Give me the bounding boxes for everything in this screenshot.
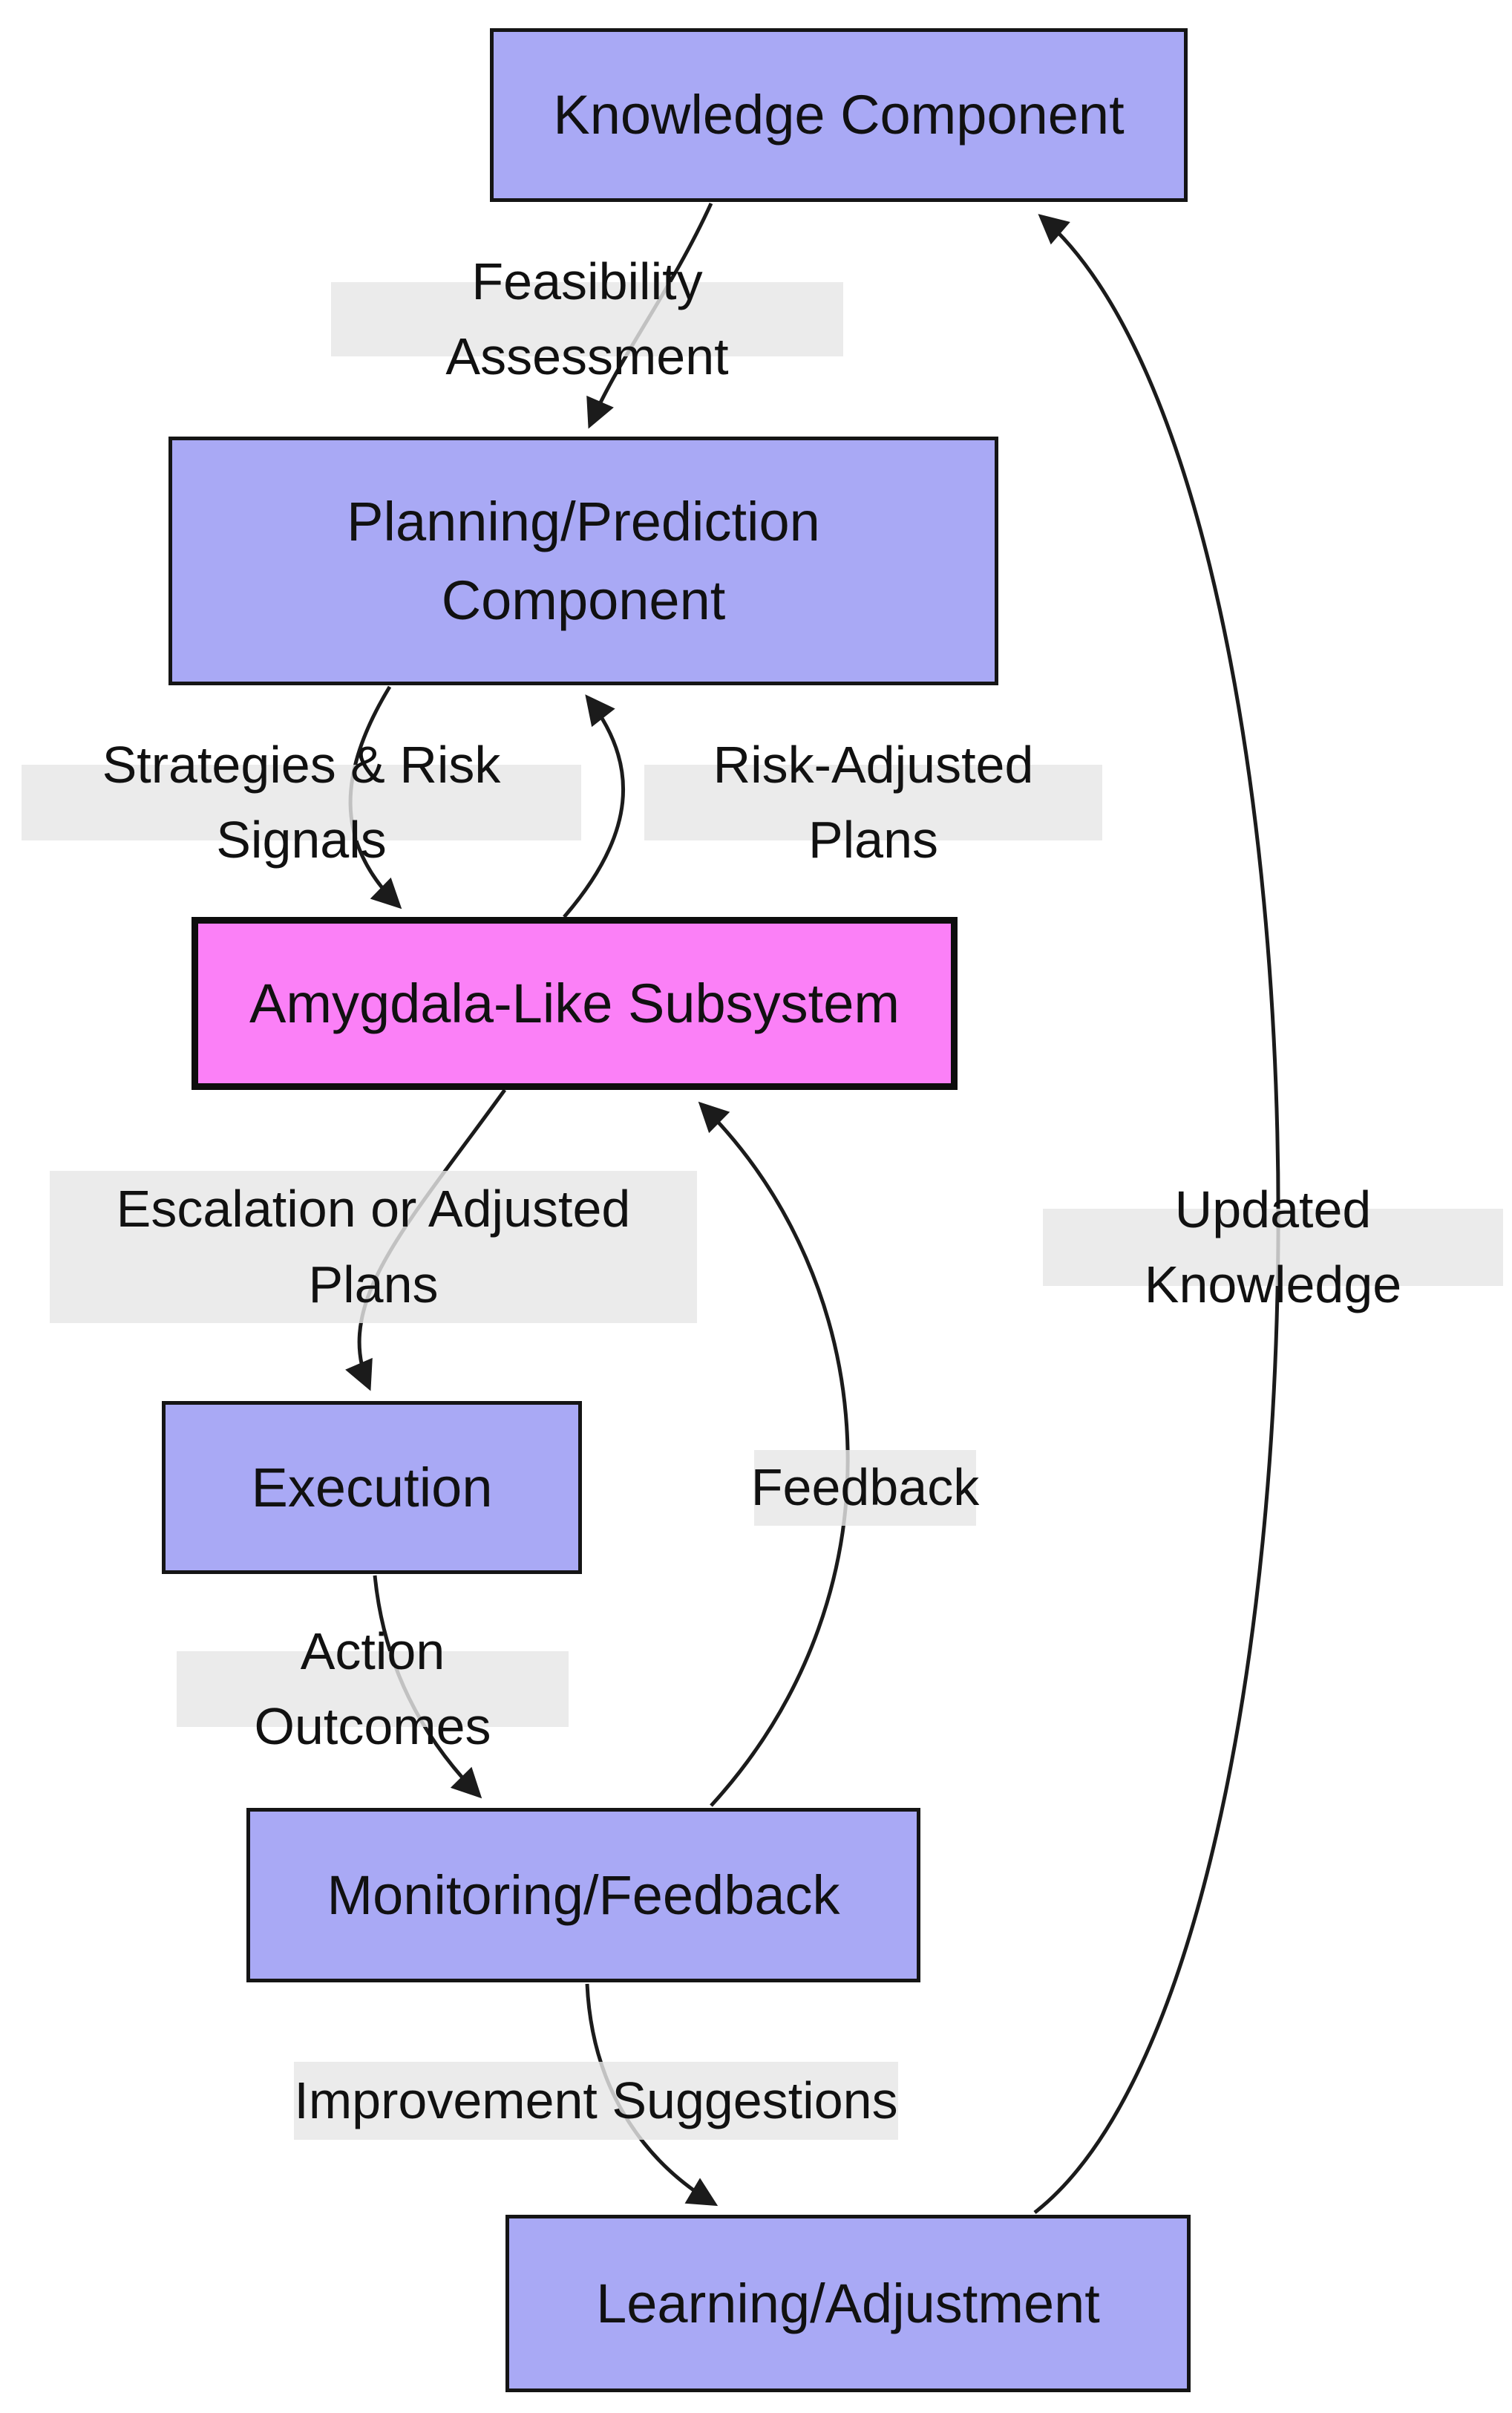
edge-label-text: Action Outcomes [254,1622,491,1756]
edge-label-text: Plans [308,1255,439,1313]
node-learning: Learning/Adjustment [505,2215,1191,2392]
edge-label-improvement: Improvement Suggestions [294,2062,898,2140]
edge-label-feasibility: Feasibility Assessment [331,252,843,385]
node-label-text: Amygdala-Like Subsystem [249,972,900,1034]
node-label-text: Knowledge Component [553,84,1125,146]
edge-label-feedback: Feedback [750,1450,980,1526]
edge-label-riskadj: Risk-Adjusted Plans [644,736,1102,869]
node-label-text: Monitoring/Feedback [327,1864,840,1926]
edge-label-text: Improvement Suggestions [294,2071,898,2129]
edge-risk-adjusted-plans [563,694,625,918]
edge-label-text: Feasibility Assessment [445,252,729,386]
edge-label-text: Feedback [750,1458,980,1517]
node-monitoring: Monitoring/Feedback [246,1808,920,1982]
edge-label-text: Risk-Adjusted Plans [713,735,1034,869]
node-label-text: Component [441,569,726,631]
node-execution: Execution [162,1401,582,1574]
edge-label-updated: Updated Knowledge [1043,1181,1503,1313]
node-label-text: Learning/Adjustment [596,2272,1100,2334]
edge-label-text: Escalation or Adjusted [116,1180,631,1238]
edge-feedback [698,1101,850,1807]
edge-label-strategies: Strategies & Risk Signals [22,736,581,869]
edge-label-action: Action Outcomes [177,1622,569,1755]
node-label-text: Execution [251,1456,493,1518]
edge-label-text: Updated Knowledge [1144,1180,1402,1314]
node-label-text: Planning/Prediction [347,491,820,553]
edge-label-text: Strategies & Risk Signals [102,735,501,869]
node-knowledge: Knowledge Component [490,28,1188,202]
node-amygdala: Amygdala-Like Subsystem [192,917,958,1090]
